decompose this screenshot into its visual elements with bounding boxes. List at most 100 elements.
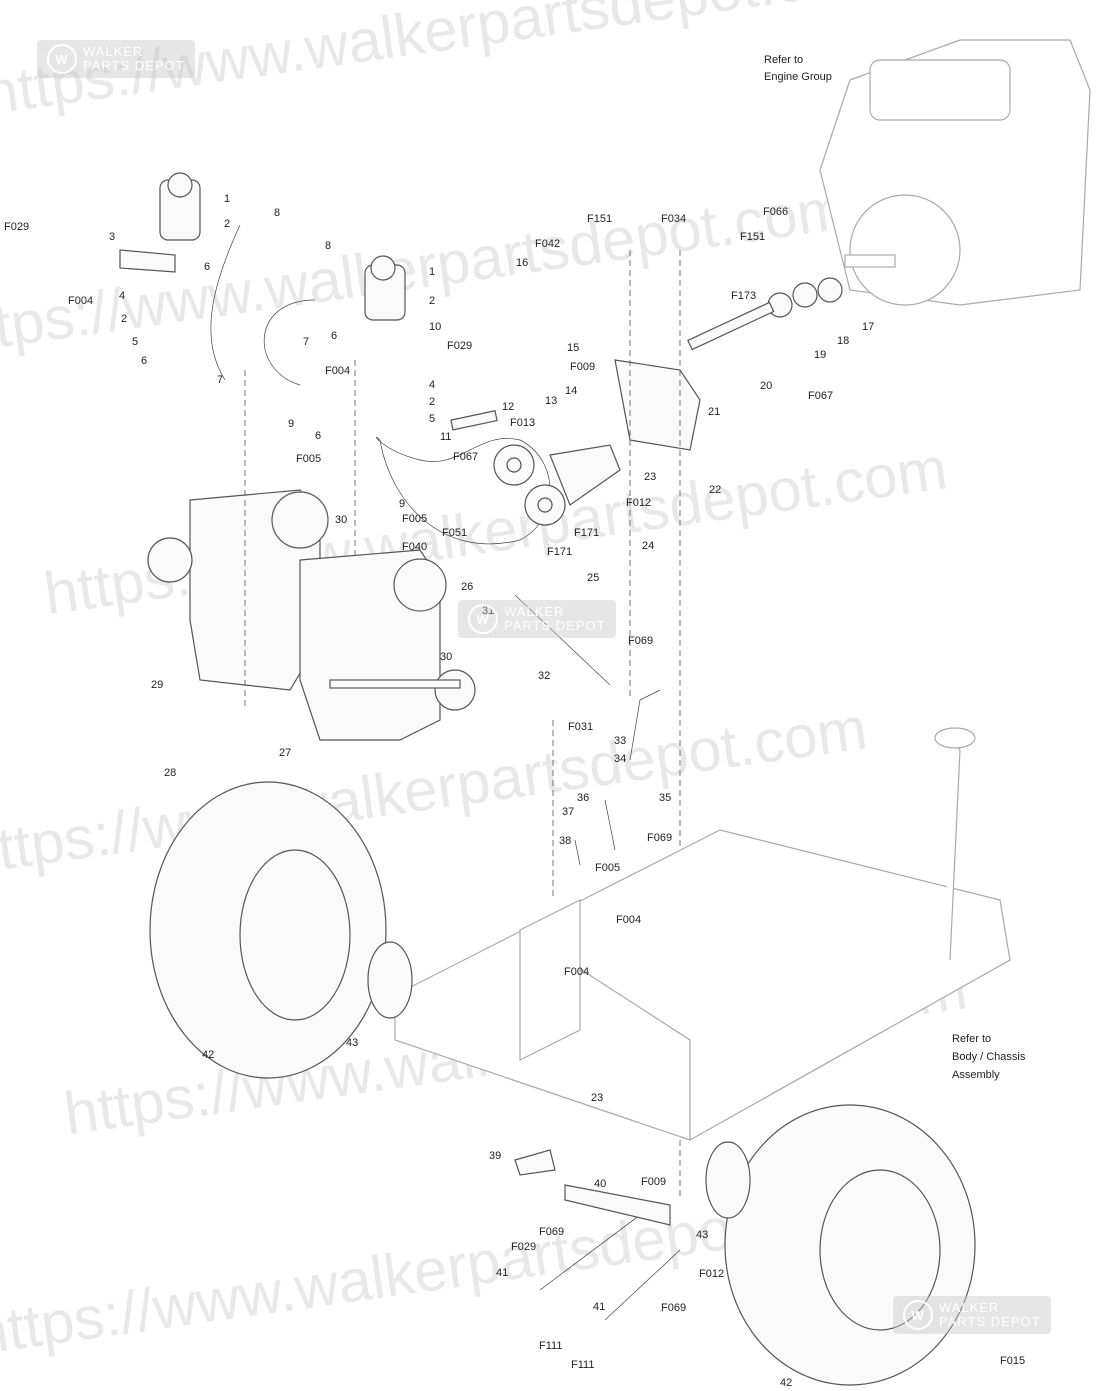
- callout-label: 12: [502, 401, 514, 413]
- callout-label: F029: [447, 340, 472, 352]
- callout-label: 26: [461, 581, 473, 593]
- callout-label: 16: [516, 257, 528, 269]
- callout-label: 6: [315, 430, 321, 442]
- note-line: Body / Chassis: [952, 1051, 1026, 1063]
- callout-label: 8: [325, 240, 331, 252]
- callout-label: 22: [709, 484, 721, 496]
- callout-label: 4: [429, 379, 435, 391]
- rear-tire-right: [705, 1104, 976, 1386]
- callout-label: F151: [587, 213, 612, 225]
- chassis-note: Refer to Body / Chassis Assembly: [952, 1033, 1026, 1081]
- logo-mark: W: [903, 1300, 933, 1330]
- callout-label: F009: [641, 1176, 666, 1188]
- logo-text: WALKER: [939, 1300, 1000, 1315]
- callout-label: 32: [538, 670, 550, 682]
- chassis-outline: [394, 727, 1011, 1141]
- callout-label: F069: [661, 1302, 686, 1314]
- note-line: Assembly: [952, 1069, 1000, 1081]
- callout-label: 10: [429, 321, 441, 333]
- callout-label: F042: [535, 238, 560, 250]
- callout-label: 27: [279, 747, 291, 759]
- callout-label: 8: [274, 207, 280, 219]
- drive-belt: [376, 410, 566, 545]
- callout-label: F013: [510, 417, 535, 429]
- callout-label: F069: [539, 1226, 564, 1238]
- transmission-right: [299, 549, 476, 741]
- callout-label: F031: [568, 721, 593, 733]
- callout-label: 30: [440, 651, 452, 663]
- callout-label: 43: [696, 1229, 708, 1241]
- logo-text: WALKER: [83, 44, 144, 59]
- callout-label: F069: [647, 832, 672, 844]
- callout-label: F004: [616, 914, 641, 926]
- callout-label: F005: [402, 513, 427, 525]
- callout-label: F005: [296, 453, 321, 465]
- callout-label: F069: [628, 635, 653, 647]
- callout-label: 42: [780, 1377, 792, 1389]
- callout-label: F015: [1000, 1355, 1025, 1367]
- callout-label: 9: [399, 498, 405, 510]
- callout-label: 5: [429, 413, 435, 425]
- callout-label: F009: [570, 361, 595, 373]
- transmission-left: [147, 489, 329, 691]
- callout-label: F173: [731, 290, 756, 302]
- callout-label: 6: [204, 261, 210, 273]
- callout-label: 13: [545, 395, 557, 407]
- reservoir-right: [264, 255, 406, 386]
- callout-label: F040: [402, 541, 427, 553]
- callout-label: F004: [325, 365, 350, 377]
- callout-label: 2: [224, 218, 230, 230]
- callout-label: 7: [217, 374, 223, 386]
- callout-label: 29: [151, 679, 163, 691]
- callout-label: F012: [626, 497, 651, 509]
- callout-label: 6: [331, 330, 337, 342]
- callout-label: 23: [591, 1092, 603, 1104]
- logo-mark: W: [47, 44, 77, 74]
- callout-label: 25: [587, 572, 599, 584]
- callout-label: F012: [699, 1268, 724, 1280]
- callout-label: F034: [661, 213, 686, 225]
- callout-label: 34: [614, 753, 626, 765]
- coupling-parts: [687, 277, 843, 351]
- callout-label: F051: [442, 527, 467, 539]
- callout-label: F029: [511, 1241, 536, 1253]
- callout-label: F111: [571, 1359, 594, 1371]
- note-line: Engine Group: [764, 71, 832, 83]
- callout-label: 21: [708, 406, 720, 418]
- reservoir-left: [119, 172, 241, 381]
- idler-bracket: [549, 359, 701, 506]
- callout-label: 40: [594, 1178, 606, 1190]
- callout-label: 30: [335, 514, 347, 526]
- callout-label: 37: [562, 806, 574, 818]
- logo-text: PARTS DEPOT: [939, 1314, 1041, 1329]
- logo-mark: W: [468, 604, 498, 634]
- callout-label: 11: [440, 431, 451, 443]
- logo-text: PARTS DEPOT: [83, 58, 185, 73]
- callout-label: 15: [567, 342, 579, 354]
- note-line: Refer to: [764, 54, 803, 66]
- callout-label: 41: [496, 1267, 508, 1279]
- callout-label: 14: [565, 385, 577, 397]
- callout-label: 2: [121, 313, 127, 325]
- callout-label: 1: [224, 193, 230, 205]
- steering-arms: [514, 1149, 681, 1321]
- callout-label: 9: [288, 418, 294, 430]
- callout-label: 7: [303, 336, 309, 348]
- callout-label: 1: [429, 266, 435, 278]
- note-line: Refer to: [952, 1033, 991, 1045]
- callout-label: 38: [559, 835, 571, 847]
- callout-label: 43: [346, 1037, 358, 1049]
- callout-label: 18: [837, 335, 849, 347]
- callout-label: F111: [539, 1340, 562, 1352]
- callout-label: 42: [202, 1049, 214, 1061]
- callout-label: F029: [4, 221, 29, 233]
- callout-label: 6: [141, 355, 147, 367]
- callout-label: 5: [132, 336, 138, 348]
- callout-label: F171: [574, 527, 599, 539]
- callout-label: F004: [564, 966, 589, 978]
